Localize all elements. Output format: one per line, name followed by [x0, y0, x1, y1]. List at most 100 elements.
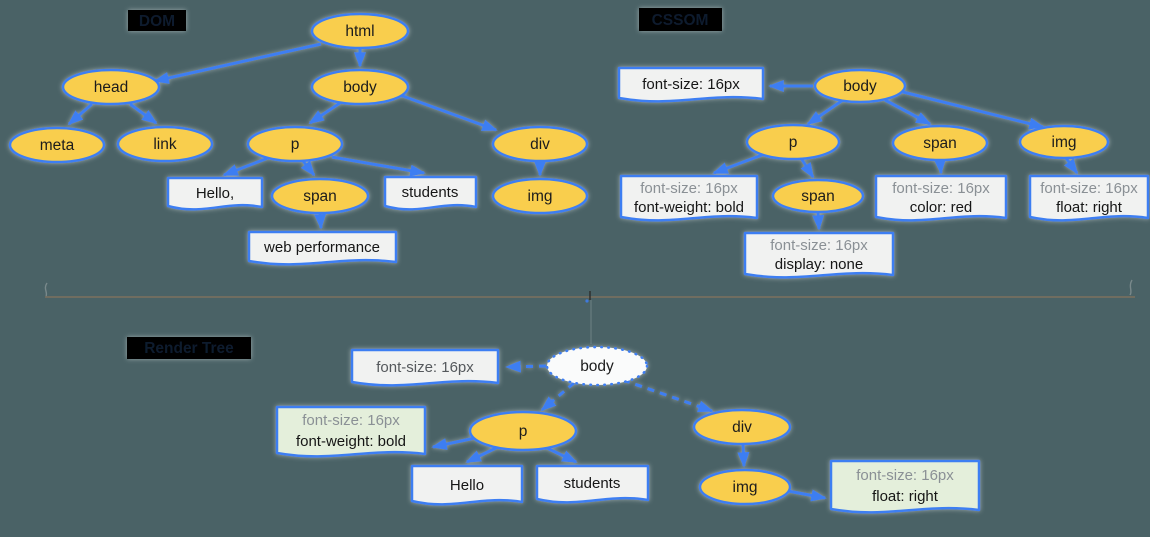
- cssom-rule-p-line2: font-weight: bold: [634, 199, 744, 216]
- dom-textnode-hello-label: Hello,: [196, 185, 234, 202]
- dom-title: DOM: [139, 13, 175, 30]
- render-textnode-hello-label: Hello: [450, 477, 484, 494]
- dom-node-div: [491, 125, 589, 163]
- cssom-title: CSSOM: [652, 12, 709, 29]
- render-rule-p-line2: font-weight: bold: [296, 433, 406, 450]
- cssom-node-span-label: span: [923, 135, 957, 152]
- arrow-p-hello: [465, 445, 499, 464]
- dom-node-link: [116, 125, 214, 163]
- dom-node-span-label: span: [303, 188, 337, 205]
- render-rule-img-line1: font-size: 16px: [856, 467, 954, 484]
- dom-node-meta-label: meta: [40, 137, 75, 154]
- cssom-node-img-label: img: [1052, 134, 1077, 151]
- render-rule-p: [275, 405, 427, 458]
- cssom-node-span-child: [771, 178, 865, 214]
- arrow-body-img: [902, 90, 1045, 130]
- dom-node-body-label: body: [343, 79, 377, 96]
- render-title: Render Tree: [144, 340, 234, 357]
- dom-textnode-students: [383, 175, 478, 211]
- dom-node-html: [310, 12, 410, 50]
- dom-node-meta: [8, 126, 106, 164]
- arrow-body-p: [540, 381, 575, 412]
- render-arrows: [431, 360, 827, 502]
- arrow-p-span: [300, 160, 316, 177]
- dom-node-img: [491, 177, 589, 215]
- dom-tree: DOM html head body meta link p d: [8, 10, 589, 266]
- arrow-span-rule: [933, 158, 946, 175]
- cssom-rule-img-line1: font-size: 16px: [1040, 180, 1138, 197]
- render-node-img-label: img: [733, 479, 758, 496]
- dom-textnode-webperf: [247, 230, 398, 266]
- section-divider: [44, 279, 1135, 344]
- cssom-rule-span-line2: color: red: [910, 199, 973, 216]
- cssom-node-p-label: p: [789, 134, 798, 151]
- render-tree: Render Tree font-size: 16px body p div i…: [127, 337, 981, 514]
- arrow-p-rule: [431, 436, 476, 450]
- cssom-rule-span-child-line2: display: none: [775, 256, 863, 273]
- cssom-node-span: [891, 124, 989, 162]
- cssom-node-img: [1018, 124, 1110, 160]
- divider-middle-dot: [585, 299, 589, 303]
- dom-node-html-label: html: [345, 23, 374, 40]
- arrow-div-img: [737, 443, 750, 468]
- arrow-body-div: [622, 378, 714, 413]
- cssom-node-body: [813, 68, 907, 104]
- dom-node-body: [310, 68, 410, 106]
- cssom-rule-body: [617, 66, 765, 103]
- render-rule-img-line2: float: right: [872, 488, 939, 505]
- arrow-spanchild-rule: [812, 211, 825, 231]
- dom-node-link-label: link: [153, 136, 177, 153]
- cssom-node-body-label: body: [843, 78, 877, 95]
- arrow-p-spanchild: [799, 157, 815, 179]
- render-rule-p-line1: font-size: 16px: [302, 412, 400, 429]
- arrow-body-span: [884, 98, 932, 126]
- dom-node-head-label: head: [94, 79, 128, 96]
- dom-node-div-label: div: [530, 136, 550, 153]
- arrow-head-link: [129, 102, 158, 125]
- arrow-p-students: [331, 155, 426, 177]
- dom-textnode-hello: [166, 176, 264, 211]
- cssom-node-span-child-label: span: [801, 188, 835, 205]
- cssom-rule-img-line2: float: right: [1056, 199, 1123, 216]
- render-rule-img: [829, 459, 981, 514]
- dom-node-img-label: img: [528, 188, 553, 205]
- cssom-node-p: [745, 123, 841, 161]
- arrow-head-meta: [67, 102, 93, 126]
- render-textnode-students: [535, 464, 650, 504]
- cssom-title-box: [639, 8, 722, 31]
- dom-node-head: [61, 68, 161, 106]
- cssom-tree: CSSOM font-size: 16px body p span img sp…: [617, 8, 1150, 279]
- render-textnode-hello: [410, 464, 524, 506]
- arrow-img-rule: [1064, 157, 1079, 175]
- dom-node-p-label: p: [291, 136, 300, 153]
- arrow-body-rule: [505, 360, 547, 373]
- dom-textnode-students-label: students: [402, 184, 459, 201]
- divider-right-mark: [1129, 279, 1133, 296]
- arrow-span-webperf: [314, 212, 327, 230]
- arrow-body-div: [399, 93, 498, 132]
- render-node-body-label: body: [580, 358, 614, 375]
- arrow-p-hello: [222, 156, 269, 177]
- render-rule-body: [350, 348, 500, 387]
- render-textnode-students-label: students: [564, 475, 621, 492]
- render-node-div: [692, 408, 792, 446]
- arrow-body-p: [308, 101, 341, 125]
- dom-textnode-webperf-label: web performance: [263, 239, 380, 256]
- cssom-rule-span-line1: font-size: 16px: [892, 180, 990, 197]
- divider-left-mark: [44, 282, 48, 297]
- arrow-html-head: [153, 42, 322, 84]
- render-title-box: [127, 337, 251, 359]
- cssom-rule-p: [619, 174, 759, 222]
- cssom-arrows: [712, 80, 1079, 231]
- cssom-rule-img: [1028, 174, 1150, 222]
- arrow-body-p: [806, 98, 844, 126]
- dom-arrows: [67, 42, 546, 230]
- render-node-div-label: div: [732, 419, 752, 436]
- render-node-body: [545, 345, 649, 387]
- cssom-rule-p-line1: font-size: 16px: [640, 180, 738, 197]
- dom-title-box: [128, 10, 186, 31]
- arrow-img-rule: [787, 489, 827, 502]
- render-rule-body-line1: font-size: 16px: [376, 359, 474, 376]
